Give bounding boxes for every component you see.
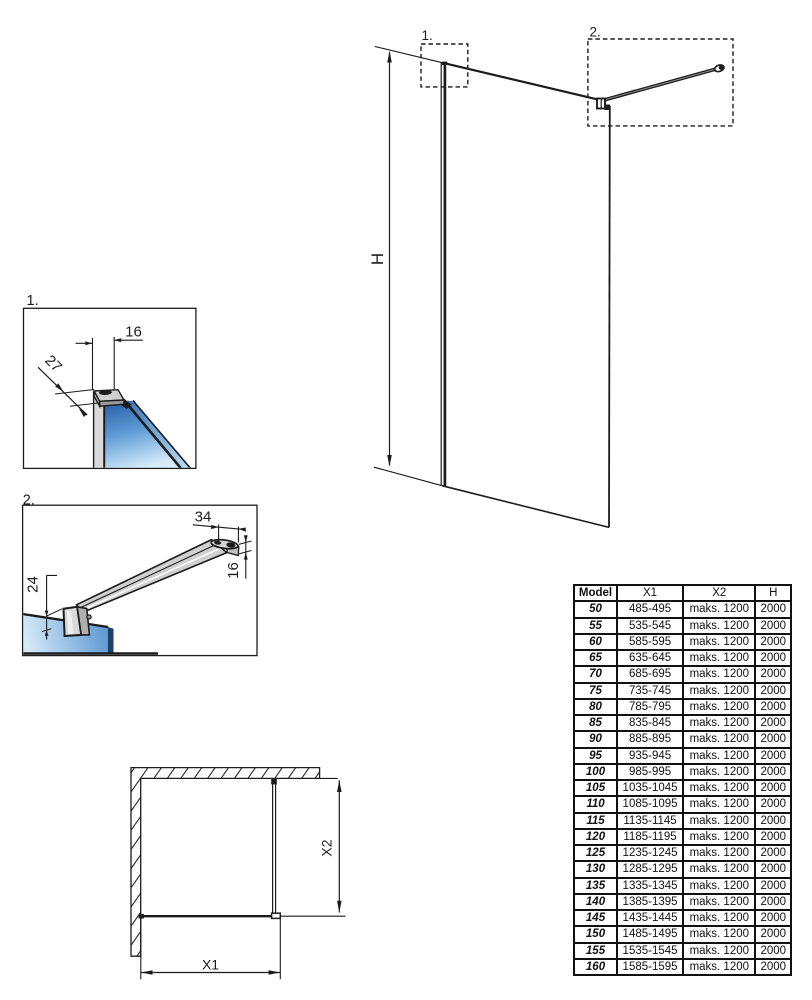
svg-text:2.: 2. — [590, 25, 601, 40]
svg-text:1.: 1. — [422, 28, 433, 43]
svg-text:1.: 1. — [27, 293, 39, 309]
svg-text:27: 27 — [41, 352, 65, 376]
svg-text:16: 16 — [125, 324, 142, 341]
svg-text:2.: 2. — [23, 493, 35, 509]
svg-text:34: 34 — [195, 509, 212, 526]
svg-text:16: 16 — [225, 562, 242, 579]
svg-text:X2: X2 — [319, 839, 335, 856]
svg-text:X1: X1 — [202, 957, 219, 973]
svg-text:24: 24 — [25, 576, 42, 593]
svg-text:H: H — [368, 253, 387, 265]
